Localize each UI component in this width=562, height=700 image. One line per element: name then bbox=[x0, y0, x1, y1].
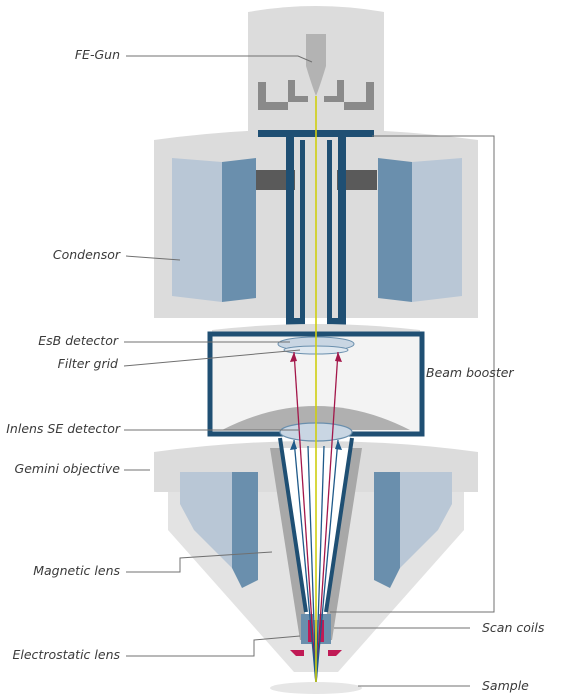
label-fe-gun: FE-Gun bbox=[74, 47, 120, 62]
objective-coil-right-dark bbox=[374, 472, 400, 588]
extractor-right bbox=[344, 82, 374, 110]
condensor-coil-left-light bbox=[172, 158, 222, 302]
label-electrostatic-lens: Electrostatic lens bbox=[12, 647, 120, 662]
scan-coil-red-left bbox=[308, 620, 312, 642]
label-gemini-objective: Gemini objective bbox=[14, 461, 120, 476]
liner-arm-left bbox=[255, 170, 295, 190]
condensor-coil-right-dark bbox=[378, 158, 412, 302]
extractor-left bbox=[258, 82, 288, 110]
objective-coil-left-light bbox=[180, 472, 232, 568]
anode-left bbox=[288, 80, 308, 102]
backscatter-rays bbox=[293, 351, 339, 685]
secondary-rays bbox=[293, 439, 339, 685]
condensor-coil-right-light bbox=[412, 158, 462, 302]
label-magnetic-lens: Magnetic lens bbox=[33, 563, 120, 578]
beam-booster-tube bbox=[278, 437, 354, 613]
condensor-coil-left-dark bbox=[222, 158, 256, 302]
leader-lines bbox=[123, 55, 495, 687]
electrostatic-lens-left bbox=[290, 650, 304, 656]
liner-arm-right bbox=[337, 170, 377, 190]
label-scan-coils: Scan coils bbox=[482, 620, 545, 635]
label-beam-booster: Beam booster bbox=[426, 365, 514, 380]
ray-arrowheads bbox=[290, 352, 342, 450]
label-condensor: Condensor bbox=[52, 247, 120, 262]
objective-coil-left-dark bbox=[232, 472, 258, 588]
anode-right bbox=[324, 80, 344, 102]
label-filter-grid: Filter grid bbox=[57, 356, 118, 371]
cathode-tip bbox=[306, 34, 326, 96]
objective-coil-right-light bbox=[400, 472, 452, 568]
sample-stage bbox=[270, 682, 362, 694]
electrostatic-lens-right bbox=[328, 650, 342, 656]
label-sample: Sample bbox=[482, 678, 529, 693]
label-inlens-se-detector: Inlens SE detector bbox=[6, 421, 120, 436]
scan-coil-red-right bbox=[320, 620, 324, 642]
label-esb-detector: EsB detector bbox=[38, 333, 118, 348]
